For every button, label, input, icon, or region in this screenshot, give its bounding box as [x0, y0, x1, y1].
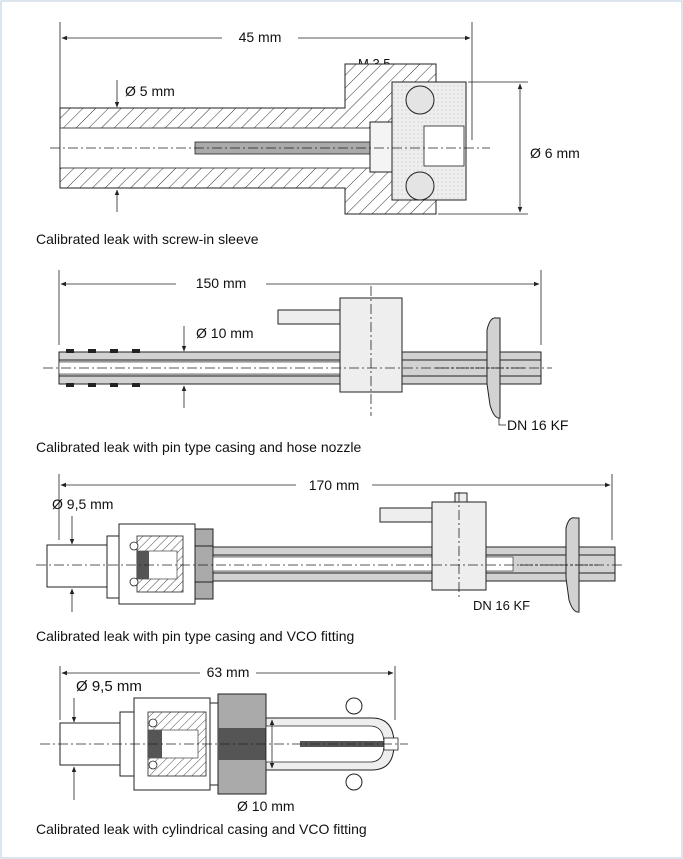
- leak3-length-label: 170 mm: [309, 477, 360, 493]
- leak4-ring-top: [345, 697, 363, 715]
- leak4-ring-bottom: [345, 773, 363, 791]
- leak1-inner-diameter-label: Ø 5 mm: [125, 83, 175, 99]
- leak2-length-label: 150 mm: [196, 275, 247, 291]
- leak2-drawing: 150 mm Ø 10 mm DN 16 KF Calibrated leak …: [36, 270, 568, 455]
- leak4-caption: Calibrated leak with cylindrical casing …: [36, 821, 367, 837]
- leak3-flange-label: DN 16 KF: [473, 598, 530, 613]
- leak2-caption: Calibrated leak with pin type casing and…: [36, 439, 362, 455]
- leak1-oring-top: [405, 85, 435, 115]
- leak3-vco-gland: [46, 544, 108, 588]
- leak1-outer-diameter-label: Ø 6 mm: [530, 145, 580, 161]
- leak2-valve-handle: [277, 309, 341, 325]
- leak4-length-label: 63 mm: [207, 664, 250, 680]
- leak3-diameter-label: Ø 9,5 mm: [52, 496, 113, 512]
- leak2-flange-label: DN 16 KF: [507, 417, 568, 433]
- leak4-diameter-label: Ø 9,5 mm: [76, 678, 142, 695]
- leak1-length-label: 45 mm: [239, 29, 282, 45]
- leak4-outer-diameter-label: Ø 10 mm: [237, 798, 295, 814]
- leak4-drawing: 63 mm Ø 9,5 mm Ø 10 mm Calibrated leak w…: [36, 663, 408, 837]
- leak1-nut: [369, 121, 393, 173]
- leak3-hex-nut: [194, 528, 214, 600]
- leak2-diameter-label: Ø 10 mm: [196, 325, 254, 341]
- leak3-caption: Calibrated leak with pin type casing and…: [36, 628, 354, 644]
- leak1-caption: Calibrated leak with screw-in sleeve: [36, 231, 259, 247]
- leak3-drawing: 170 mm Ø 9,5 mm DN 16 KF Calibrated leak: [36, 474, 625, 644]
- leak3-valve-handle: [379, 507, 433, 523]
- leak1-oring-bottom: [405, 171, 435, 201]
- leak1-drawing: 45 mm M 3,5 Ø 5 mm Ø 6 mm Calibrated lea…: [36, 22, 580, 247]
